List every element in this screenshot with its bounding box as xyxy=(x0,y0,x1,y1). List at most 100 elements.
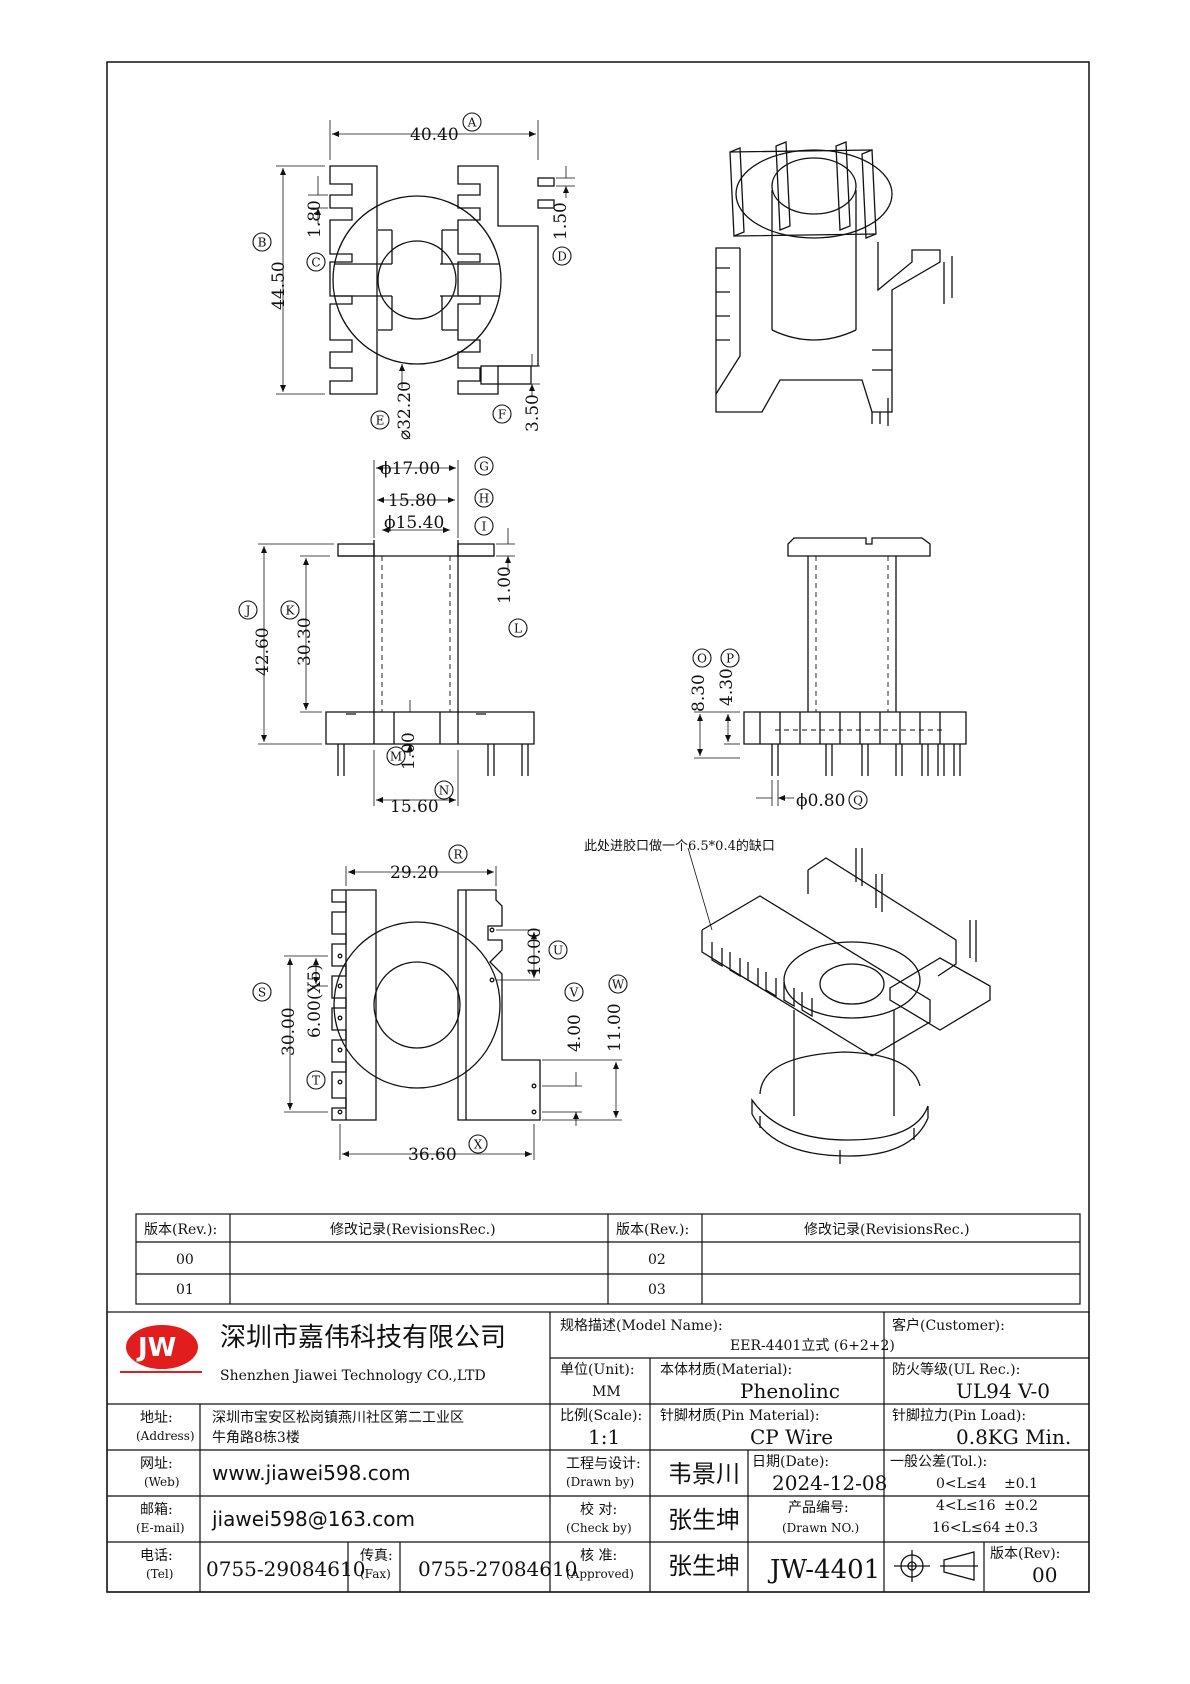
website-link[interactable]: www.jiawei598.com xyxy=(212,1461,410,1485)
marker-o: O xyxy=(692,648,712,668)
tel-label: 电话: xyxy=(140,1548,173,1564)
unit-value: MM xyxy=(592,1384,621,1400)
dim-i: ϕ15.40 xyxy=(384,513,444,533)
approved-label: 核 准: xyxy=(580,1548,617,1564)
rec-header-left: 修改记录(RevisionsRec.) xyxy=(330,1222,496,1238)
iso-view-top xyxy=(715,141,953,426)
email-label: 邮箱: xyxy=(140,1502,173,1518)
marker-letter: E xyxy=(376,414,385,428)
gate-note: 此处进胶口做一个6.5*0.4的缺口 xyxy=(584,838,775,854)
ul-label: 防火等级(UL Rec.): xyxy=(892,1361,1020,1378)
rev-row-03: 03 xyxy=(648,1282,666,1298)
drawn-label-en: (Drawn by) xyxy=(566,1475,634,1489)
marker-circle xyxy=(434,780,454,800)
marker-letter: C xyxy=(311,256,320,270)
marker-circle xyxy=(552,246,572,266)
rev-row-02: 02 xyxy=(648,1252,666,1268)
marker-letter: V xyxy=(569,986,579,1000)
rev-label: 版本(Rev): xyxy=(990,1546,1060,1562)
marker-circle xyxy=(720,648,740,668)
marker-circle xyxy=(238,600,258,620)
dim-n: 15.60 xyxy=(390,797,439,817)
check-label: 校 对: xyxy=(580,1501,617,1518)
date-label: 日期(Date): xyxy=(752,1454,829,1470)
revision-table xyxy=(135,1213,1081,1305)
tol-value-2: ±0.2 xyxy=(1004,1498,1038,1514)
dim-e: ⌀32.20 xyxy=(395,381,415,440)
tol-range-1: 0<L≤4 xyxy=(936,1476,987,1492)
dim-t: 6.00(X5) xyxy=(305,964,325,1038)
dim-h: 15.80 xyxy=(388,491,437,511)
marker-d: D xyxy=(552,246,572,266)
marker-circle xyxy=(448,844,468,864)
projection-symbol xyxy=(894,1550,978,1582)
marker-letter: A xyxy=(467,116,477,130)
dim-k: 30.30 xyxy=(295,617,315,666)
marker-circle xyxy=(692,648,712,668)
model-label: 规格描述(Model Name): xyxy=(560,1318,723,1334)
dim-c: 1.80 xyxy=(305,200,325,238)
marker-j: J xyxy=(238,600,258,620)
address-line2: 牛角路8栋3楼 xyxy=(212,1429,300,1446)
marker-b: B xyxy=(252,232,272,252)
material-label: 本体材质(Material): xyxy=(660,1362,792,1378)
rec-header-right: 修改记录(RevisionsRec.) xyxy=(804,1222,970,1238)
marker-circle xyxy=(508,618,528,638)
address-label-en: (Address) xyxy=(136,1429,195,1443)
marker-circle xyxy=(386,746,406,766)
drawing-no-label: 产品编号: xyxy=(788,1500,849,1516)
dim-x: 36.60 xyxy=(408,1145,457,1165)
iso-view-bottom xyxy=(687,847,991,1164)
tol-value-1: ±0.1 xyxy=(1004,1476,1038,1492)
bottom-view-labels: 29.20 30.00 6.00(X5) 10.00 4.00 11.00 36… xyxy=(279,863,625,1165)
company-name-en: Shenzhen Jiawei Technology CO.,LTD xyxy=(220,1368,486,1384)
marker-circle xyxy=(370,410,390,430)
marker-h: H xyxy=(474,488,494,508)
rev-row-00: 00 xyxy=(176,1252,194,1268)
marker-w: W xyxy=(608,974,628,994)
top-view-labels: 40.40 44.50 1.80 1.50 ⌀32.20 3.50 xyxy=(269,125,571,440)
marker-circle xyxy=(564,982,584,1002)
marker-letter: M xyxy=(390,750,402,764)
marker-p: P xyxy=(720,648,740,668)
marker-circle xyxy=(492,404,512,424)
marker-q: Q xyxy=(848,790,868,810)
tel-label-en: (Tel) xyxy=(146,1567,173,1581)
email-link[interactable]: jiawei598@163.com xyxy=(211,1507,415,1531)
dim-v: 4.00 xyxy=(565,1014,585,1052)
company-logo: JW xyxy=(120,1325,202,1373)
top-view xyxy=(276,120,575,396)
dim-o: 8.30 xyxy=(689,674,709,712)
drawing-no-label-en: (Drawn NO.) xyxy=(782,1521,859,1535)
marker-letter: K xyxy=(286,604,296,618)
address-label: 地址: xyxy=(140,1410,173,1426)
front-view-labels: ϕ17.00 15.80 ϕ15.40 42.60 30.30 1.00 1.0… xyxy=(253,459,515,817)
fax-label: 传真: xyxy=(360,1548,393,1564)
marker-circle xyxy=(608,974,628,994)
rev-header-left: 版本(Rev.): xyxy=(144,1222,217,1238)
tol-label: 一般公差(Tol.): xyxy=(890,1454,987,1470)
unit-label: 单位(Unit): xyxy=(560,1362,635,1378)
marker-circle xyxy=(252,232,272,252)
date-value: 2024-12-08 xyxy=(772,1471,887,1495)
marker-circle xyxy=(306,1070,326,1090)
marker-k: K xyxy=(280,600,300,620)
marker-f: F xyxy=(492,404,512,424)
marker-letter: W xyxy=(612,978,625,992)
marker-g: G xyxy=(474,456,494,476)
tol-range-3: 16<L≤64 xyxy=(932,1520,1000,1536)
marker-letter: R xyxy=(453,848,463,862)
rev-value: 00 xyxy=(1032,1563,1057,1587)
web-label: 网址: xyxy=(140,1456,173,1472)
rev-row-01: 01 xyxy=(176,1282,194,1298)
dim-r: 29.20 xyxy=(390,863,439,883)
bottom-view xyxy=(284,866,622,1160)
marker-letter: F xyxy=(498,408,506,422)
marker-letter: N xyxy=(439,784,450,798)
marker-circle xyxy=(848,790,868,810)
approved-by: 张生坤 xyxy=(668,1552,740,1580)
tol-range-2: 4<L≤16 xyxy=(936,1498,996,1514)
marker-letter: P xyxy=(726,652,734,666)
fax-value: 0755-27084610 xyxy=(418,1557,577,1581)
dim-l: 1.00 xyxy=(495,566,515,604)
